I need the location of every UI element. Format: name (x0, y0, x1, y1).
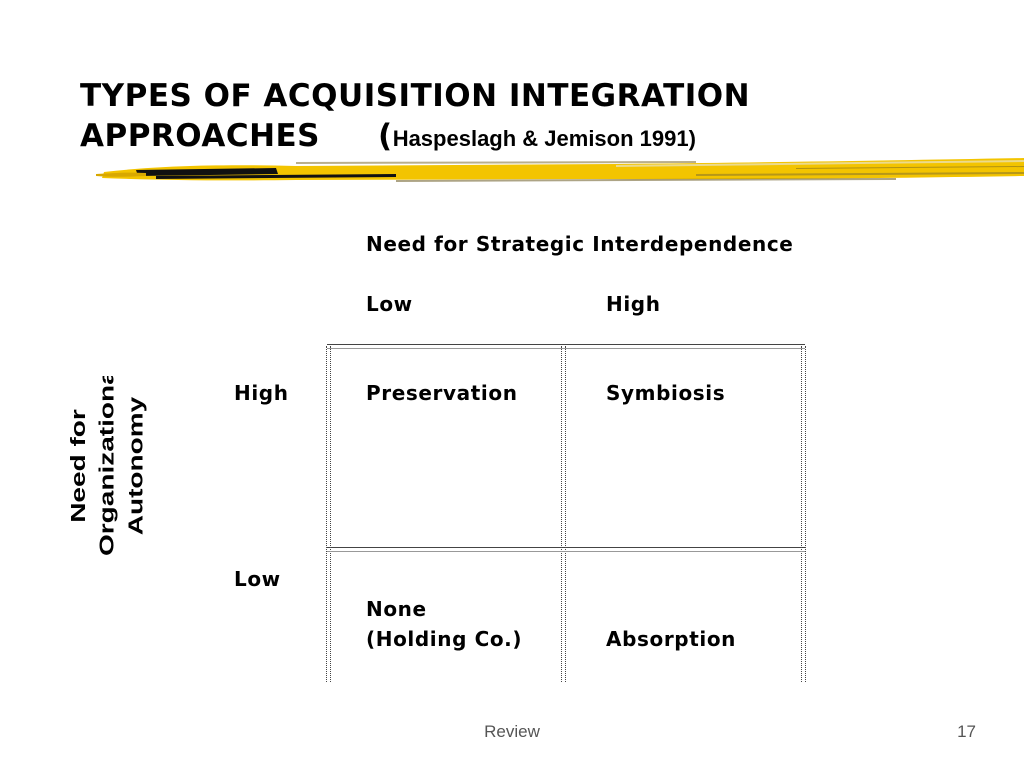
grid-right-line (801, 346, 806, 682)
title-approaches: APPROACHES (80, 118, 321, 154)
footer-review-text: Review (484, 722, 540, 741)
cell-absorption: Absorption (606, 627, 737, 651)
side-axis-line-1: Need for (66, 409, 90, 523)
page-number: 17 (957, 722, 976, 741)
brush-stroke-decoration (96, 158, 1024, 182)
title-paren: ( (378, 118, 393, 154)
row-high-label: High (234, 381, 289, 405)
grid-middle-horizontal-line (327, 547, 805, 552)
title-line-2: APPROACHES (Haspeslagh & Jemison 1991) (80, 116, 980, 159)
cell-preservation: Preservation (366, 381, 518, 405)
title-line-1: TYPES OF ACQUISITION INTEGRATION (80, 78, 751, 114)
cell-none-line-1: None (366, 597, 427, 621)
side-axis-line-2: Organizational (95, 376, 118, 556)
row-low-label: Low (234, 567, 281, 591)
side-axis-label: Need for Organizational Autonomy (64, 376, 184, 556)
column-high-label: High (606, 292, 661, 316)
side-axis-line-3: Autonomy (124, 396, 147, 536)
column-low-label: Low (366, 292, 413, 316)
title-citation: Haspeslagh & Jemison 1991) (392, 126, 696, 151)
cell-symbiosis: Symbiosis (606, 381, 726, 405)
grid-top-line (327, 344, 805, 349)
grid-middle-line (561, 346, 566, 682)
grid-left-line (326, 346, 331, 682)
cell-none-line-2: (Holding Co.) (366, 627, 523, 651)
top-axis-label: Need for Strategic Interdependence (366, 232, 794, 256)
slide-title: TYPES OF ACQUISITION INTEGRATION APPROAC… (80, 76, 980, 159)
